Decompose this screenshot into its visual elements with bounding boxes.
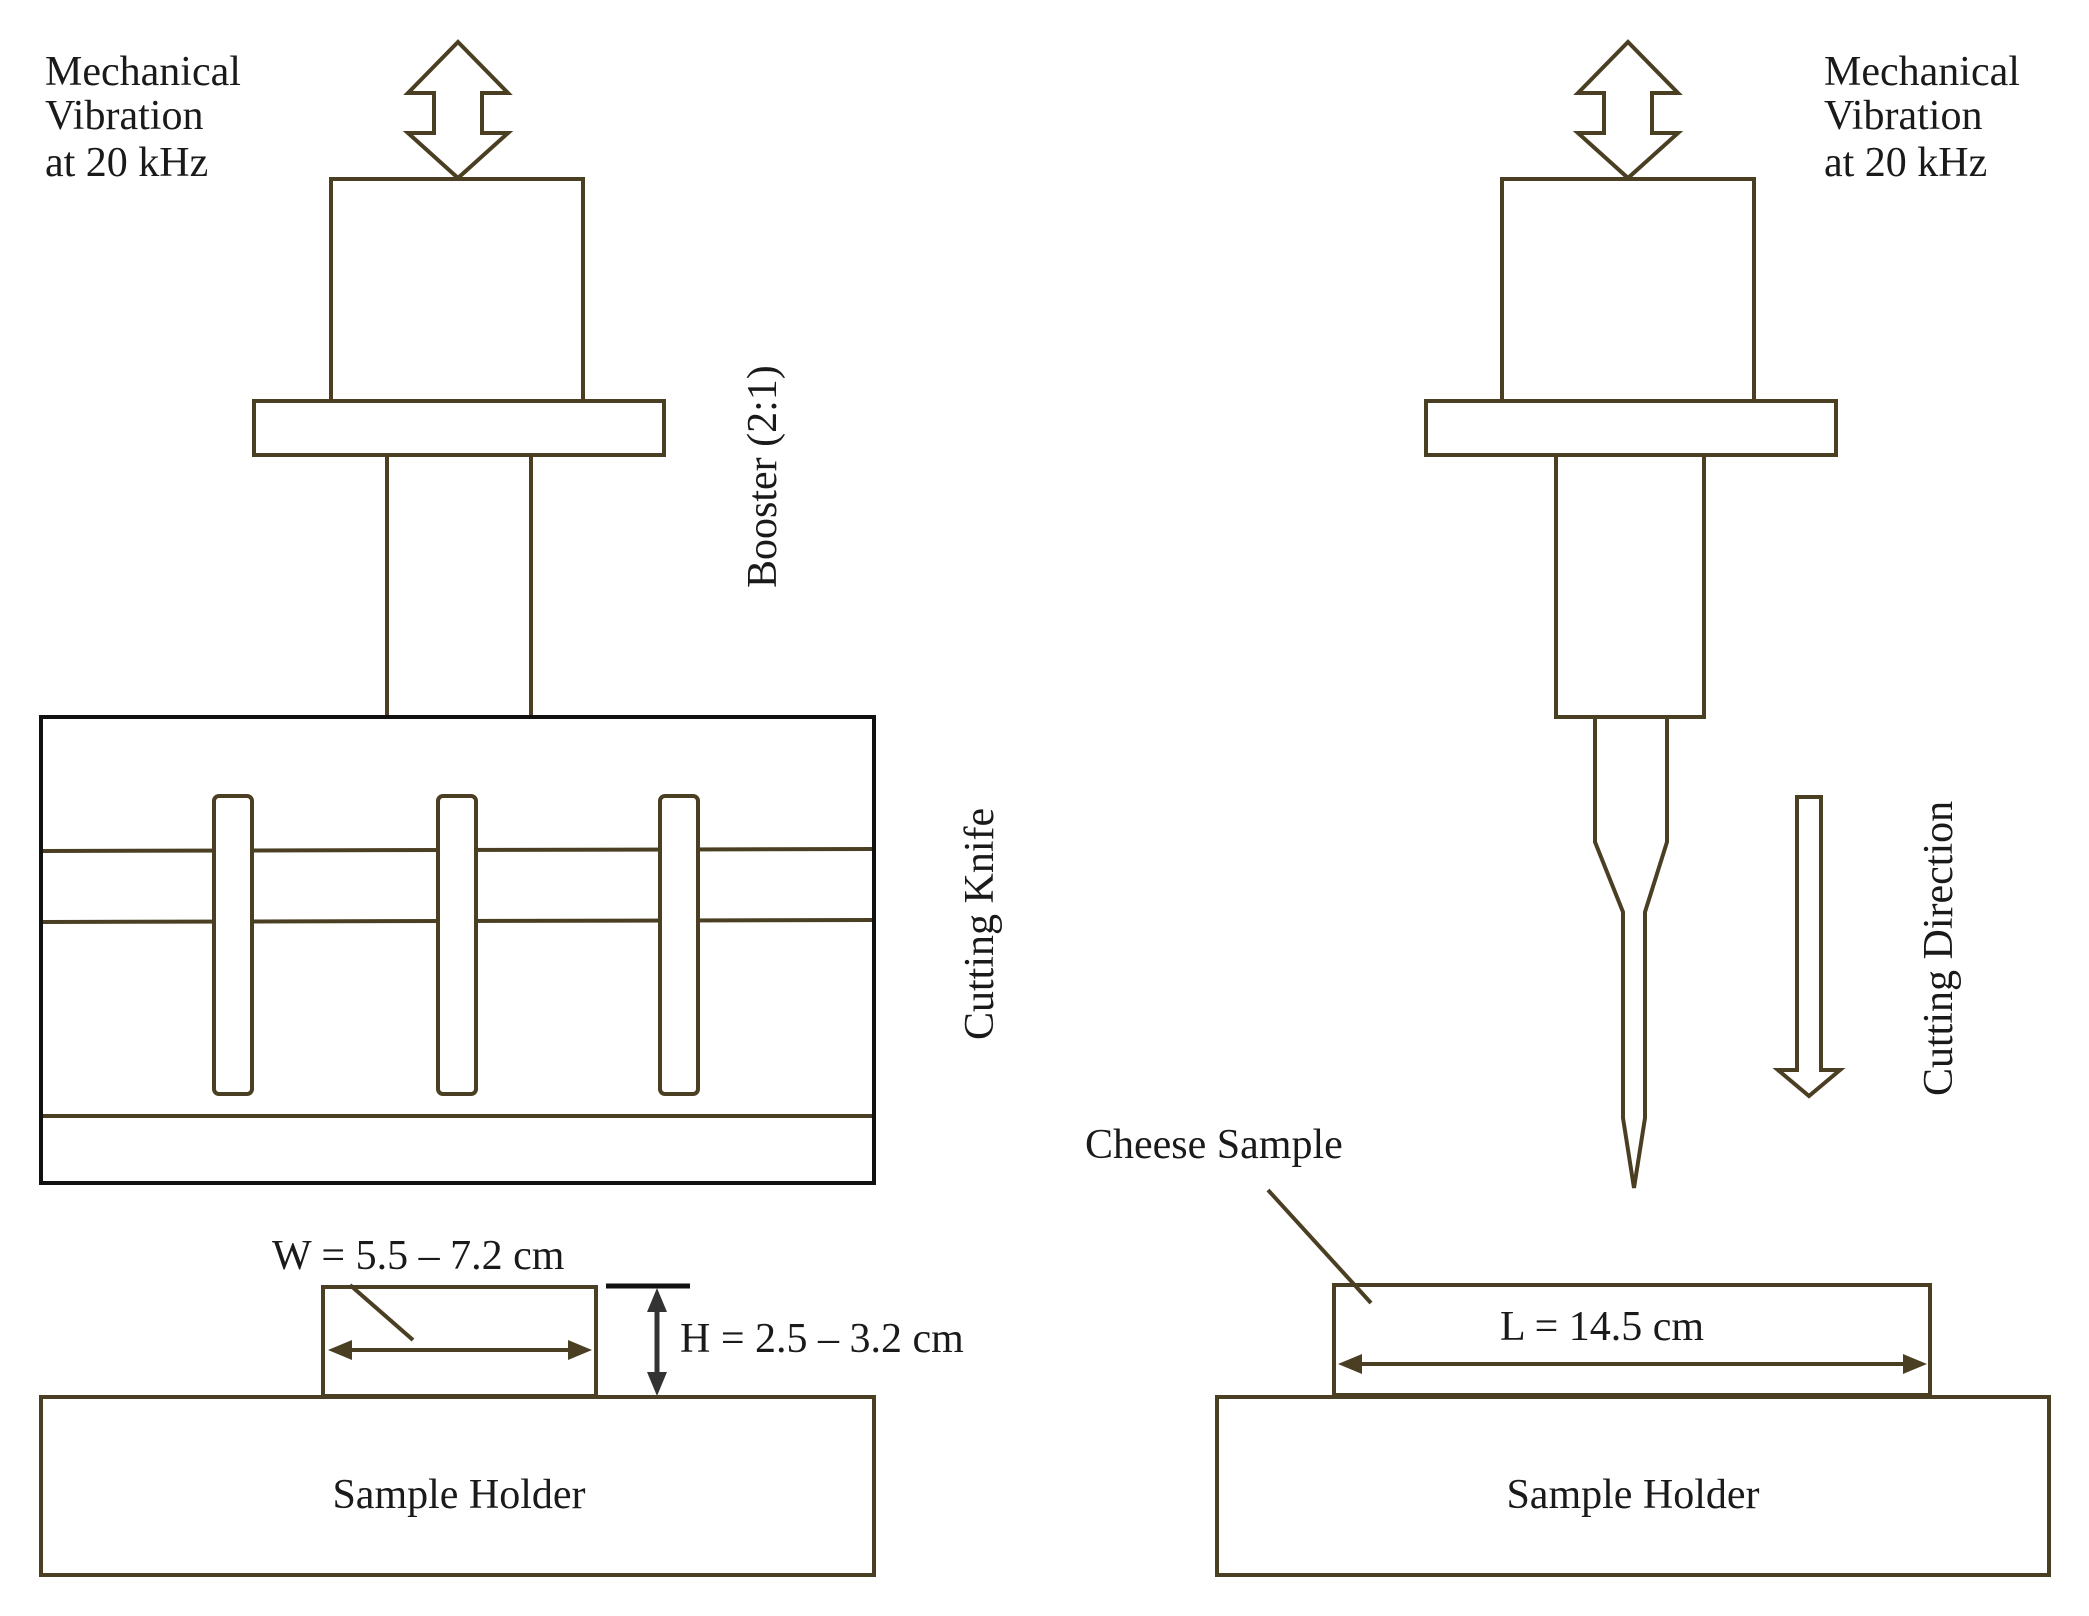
vibration-label-right-line-2: Vibration bbox=[1824, 93, 1982, 139]
needle-blade bbox=[1593, 717, 1669, 1189]
vibration-label-left-line-1: Mechanical bbox=[45, 49, 241, 95]
cheese-sample-label: Cheese Sample bbox=[1085, 1122, 1343, 1168]
width-label: W = 5.5 – 7.2 cm bbox=[272, 1233, 565, 1279]
vibration-label-right: Mechanical Vibration at 20 kHz bbox=[1824, 49, 2020, 186]
transducer-block-right bbox=[1500, 177, 1756, 403]
width-arrowhead-right bbox=[568, 1340, 592, 1360]
booster-label: Booster (2:1) bbox=[740, 365, 786, 588]
booster-flange-left bbox=[252, 399, 666, 457]
length-label: L = 14.5 cm bbox=[1500, 1304, 1704, 1350]
transducer-block-left bbox=[329, 177, 585, 403]
left-assembly bbox=[39, 39, 876, 1577]
booster-flange-right bbox=[1424, 399, 1838, 457]
width-leader-line bbox=[348, 1283, 415, 1342]
height-label: H = 2.5 – 3.2 cm bbox=[680, 1316, 964, 1362]
vibration-label-left: Mechanical Vibration at 20 kHz bbox=[45, 49, 241, 186]
knife-blade-1 bbox=[212, 794, 254, 1096]
vibration-label-right-line-3: at 20 kHz bbox=[1824, 140, 1987, 186]
length-arrowhead-left bbox=[1338, 1354, 1362, 1374]
width-arrowhead-left bbox=[328, 1340, 352, 1360]
right-assembly bbox=[1215, 39, 2051, 1577]
sample-holder-right bbox=[1215, 1395, 2051, 1577]
vibration-label-right-line-1: Mechanical bbox=[1824, 49, 2020, 95]
cutting-direction-arrow bbox=[1772, 795, 1846, 1099]
knife-blade-2 bbox=[436, 794, 478, 1096]
cutting-knife-label: Cutting Knife bbox=[957, 808, 1003, 1040]
booster-stem-right bbox=[1554, 453, 1706, 719]
sample-holder-left bbox=[39, 1395, 876, 1577]
vibration-arrow-right bbox=[1572, 39, 1684, 181]
sample-holder-right-label: Sample Holder bbox=[1506, 1472, 1759, 1518]
booster-stem-left bbox=[385, 453, 533, 719]
sample-holder-left-label: Sample Holder bbox=[332, 1472, 585, 1518]
cutting-knife-frame bbox=[39, 715, 876, 1185]
vibration-label-left-line-3: at 20 kHz bbox=[45, 140, 208, 186]
cutting-direction-label: Cutting Direction bbox=[1916, 801, 1962, 1096]
vibration-label-left-line-2: Vibration bbox=[45, 93, 203, 139]
length-arrowhead-right bbox=[1903, 1354, 1927, 1374]
height-arrowhead-bottom bbox=[647, 1372, 667, 1396]
vibration-arrow-left bbox=[402, 39, 514, 181]
height-arrowhead-top bbox=[647, 1288, 667, 1312]
cheese-sample-left bbox=[321, 1285, 598, 1398]
knife-blade-3 bbox=[658, 794, 700, 1096]
